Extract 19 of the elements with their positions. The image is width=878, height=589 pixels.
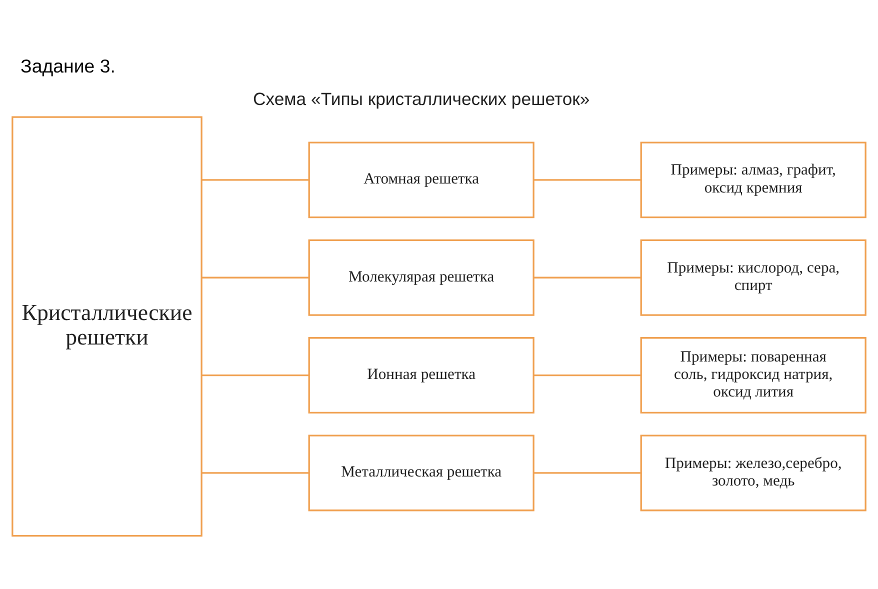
node-box: Металлическая решетка (308, 434, 534, 512)
connector (202, 472, 310, 474)
diagram-title: Задание 3. (20, 55, 116, 76)
node-box: Примеры: поваренная соль, гидроксид натрия, оксид лития (640, 337, 866, 414)
node-box: Примеры: алмаз, графит, оксид кремния (640, 142, 866, 218)
node-box: Кристаллические решетки (12, 116, 202, 537)
label: Схема «Типы кристаллических решеток» (252, 89, 590, 110)
connector (534, 374, 642, 376)
connector (534, 179, 642, 181)
node-box: Молекулярая решетка (308, 239, 534, 316)
node-box: Примеры: железо,серебро, золото, медь (640, 434, 866, 512)
connector (534, 472, 642, 474)
node-box: Атомная решетка (308, 142, 534, 218)
connector (202, 276, 310, 278)
connector (202, 179, 310, 181)
connector (202, 374, 310, 376)
node-box: Ионная решетка (308, 337, 534, 414)
node-box: Примеры: кислород, сера, спирт (640, 239, 866, 316)
connector (534, 276, 642, 278)
